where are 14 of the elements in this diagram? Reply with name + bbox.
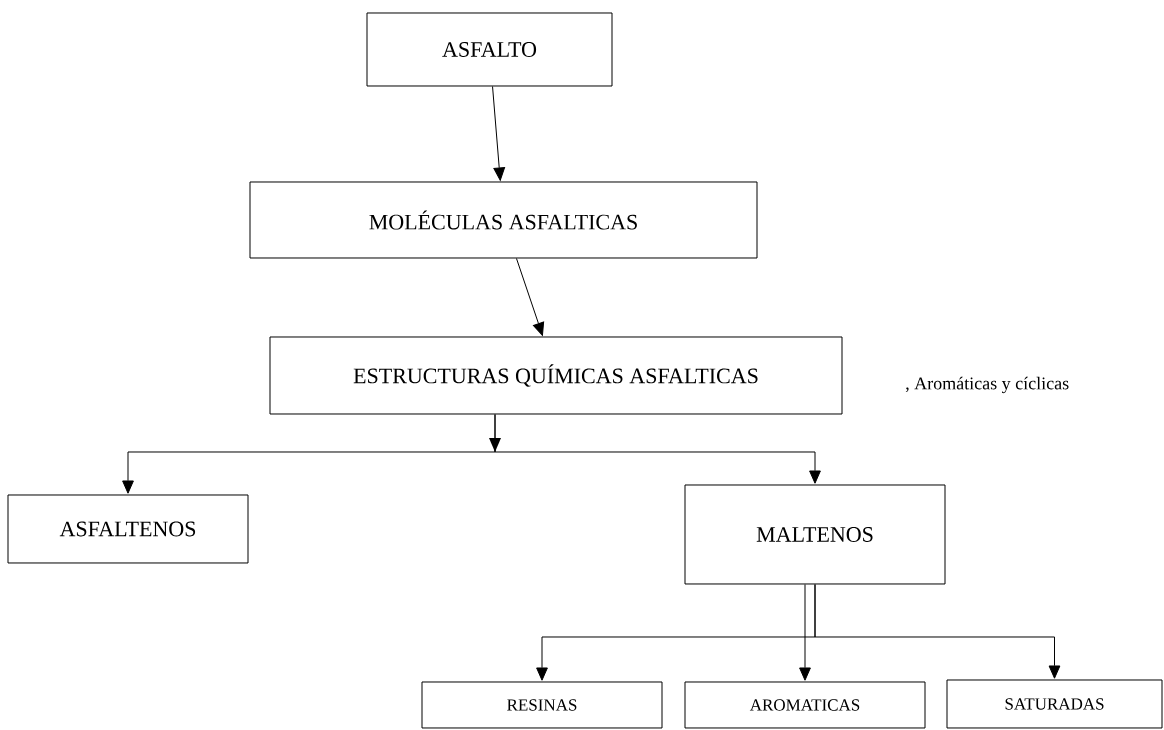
arrow xyxy=(814,584,1061,679)
process-box: ESTRUCTURAS QUÍMICAS ASFALTICAS xyxy=(269,336,843,415)
process-box: MALTENOS xyxy=(684,484,946,585)
arrow xyxy=(494,414,821,484)
process-box: ASFALTENOS xyxy=(7,494,249,564)
process-box: AROMATICAS xyxy=(684,681,926,729)
arrow xyxy=(799,584,811,681)
arrow xyxy=(516,258,545,336)
arrow xyxy=(492,86,506,181)
process-box: SATURADAS xyxy=(946,679,1163,729)
process-box: MOLÉCULAS ASFALTICAS xyxy=(249,181,758,259)
process-box: ASFALTO xyxy=(366,12,613,87)
node-caption: , Aromáticas y cíclicas xyxy=(905,376,1069,394)
process-box: RESINAS xyxy=(421,681,663,729)
